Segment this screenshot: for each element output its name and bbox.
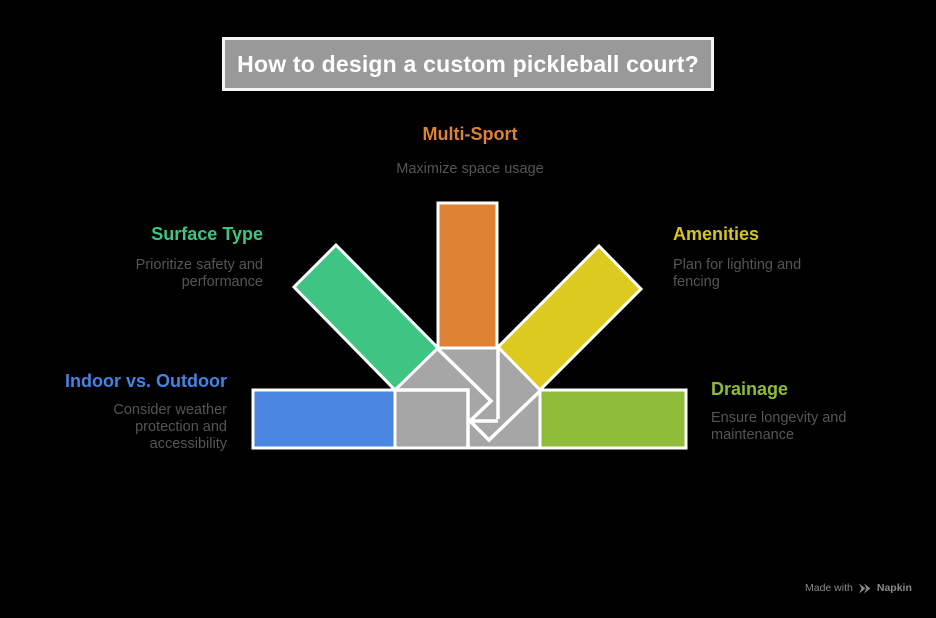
made-with-napkin-badge[interactable]: Made with Napkin — [805, 582, 912, 594]
amenities-label: Amenities — [673, 224, 760, 244]
indoor-vs-outdoor-arrow-shaft — [251, 388, 397, 450]
title-box: How to design a custom pickleball court? — [222, 37, 714, 91]
surface-type-arrow-shaft — [291, 242, 441, 393]
napkin-logo-icon — [858, 583, 871, 593]
arrowhead-pinwheel-lines — [396, 347, 542, 447]
drainage-label: Drainage — [711, 379, 789, 399]
drainage-description: Ensure longevity and maintenance — [711, 410, 847, 443]
indoor-vs-outdoor-description: Consider weather protection and accessib… — [113, 402, 227, 452]
multi-sport-description: Maximize space usage — [396, 161, 544, 177]
surface-type-label: Surface Type — [151, 224, 263, 244]
surface-type-description: Prioritize safety and performance — [135, 257, 263, 290]
drainage-arrow-shaft — [538, 388, 688, 450]
made-with-text: Made with — [805, 582, 853, 594]
indoor-vs-outdoor-label: Indoor vs. Outdoor — [65, 371, 227, 391]
multi-sport-label: Multi-Sport — [422, 124, 518, 144]
page-title: How to design a custom pickleball court? — [237, 50, 699, 77]
amenities-arrow-shaft — [495, 243, 644, 393]
multi-sport-arrow-shaft — [436, 201, 499, 350]
amenities-description: Plan for lighting and fencing — [673, 257, 802, 290]
napkin-brand-text: Napkin — [876, 582, 912, 594]
